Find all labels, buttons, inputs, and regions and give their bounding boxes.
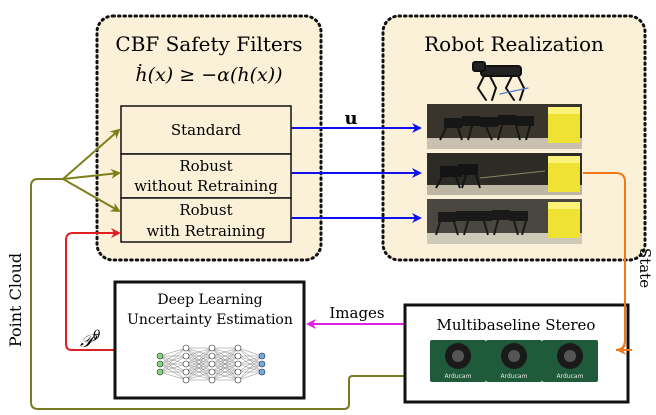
robot-photo-3 bbox=[427, 199, 582, 244]
nn-node bbox=[208, 352, 216, 360]
nn-node bbox=[234, 368, 242, 376]
state-label: State bbox=[636, 248, 654, 288]
nn-node bbox=[182, 344, 190, 352]
nn-edge bbox=[237, 363, 263, 381]
nn-node bbox=[182, 360, 190, 368]
uncertainty-arrow bbox=[65, 228, 121, 351]
nn-node bbox=[182, 352, 190, 360]
nn-node bbox=[182, 368, 190, 376]
deep-learning-title-line1: Deep Learning bbox=[157, 292, 262, 308]
nn-node bbox=[156, 360, 164, 368]
filter-standard: Standard bbox=[120, 105, 292, 155]
filter-robust-w-line2: with Retraining bbox=[147, 222, 266, 240]
nn-edge bbox=[185, 363, 213, 381]
nn-edge bbox=[159, 347, 187, 357]
neural-network-icon bbox=[156, 344, 266, 384]
nn-edge bbox=[159, 355, 187, 373]
nn-node bbox=[234, 344, 242, 352]
nn-node bbox=[156, 352, 164, 360]
nn-node bbox=[182, 376, 190, 384]
nn-edge bbox=[211, 371, 239, 381]
deep-learning-title-line2: Uncertainty Estimation bbox=[127, 312, 293, 328]
robot-photo-2 bbox=[427, 153, 582, 195]
filter-robust-wo-line2: without Retraining bbox=[134, 177, 278, 195]
nn-edge bbox=[159, 363, 187, 373]
point-cloud-line bbox=[30, 178, 405, 410]
filter-robust-wo-line1: Robust bbox=[179, 157, 232, 175]
nn-node bbox=[208, 368, 216, 376]
filter-robust-w-line1: Robust bbox=[179, 201, 232, 219]
robot-panel-title: Robot Realization bbox=[424, 32, 604, 56]
nn-node bbox=[258, 352, 266, 360]
nn-edge bbox=[211, 363, 239, 381]
nn-edge bbox=[185, 355, 213, 381]
nn-edge bbox=[237, 355, 263, 381]
p-theta-label: 𝒫θ bbox=[80, 328, 101, 352]
nn-node bbox=[258, 360, 266, 368]
nn-node bbox=[234, 376, 242, 384]
nn-node bbox=[208, 360, 216, 368]
images-label: Images bbox=[329, 304, 384, 322]
nn-edge bbox=[159, 347, 187, 373]
nn-edge bbox=[185, 347, 213, 381]
nn-node bbox=[208, 344, 216, 352]
nn-node bbox=[234, 352, 242, 360]
quadruped-robot-icon bbox=[472, 61, 529, 101]
nn-edge bbox=[211, 347, 239, 373]
control-input-label: u bbox=[344, 108, 357, 129]
nn-edge bbox=[185, 371, 213, 381]
stereo-title: Multibaseline Stereo bbox=[437, 316, 596, 334]
nn-edge bbox=[211, 347, 239, 365]
nn-edge bbox=[185, 347, 213, 365]
nn-edge bbox=[185, 347, 213, 357]
svg-text:Arducam: Arducam bbox=[445, 373, 472, 380]
nn-edge bbox=[211, 355, 239, 381]
cbf-panel-title: CBF Safety Filters bbox=[115, 32, 302, 56]
filter-robust-without-retraining: Robust without Retraining bbox=[120, 153, 292, 199]
robot-photo-1 bbox=[427, 104, 582, 149]
point-cloud-label: Point Cloud bbox=[6, 253, 25, 347]
nn-edge bbox=[237, 371, 263, 381]
point-cloud-arrows bbox=[62, 128, 121, 212]
nn-edge bbox=[237, 347, 263, 357]
cbf-equation: ḣ(x) ≥ −α(h(x)) bbox=[135, 63, 282, 86]
stereo-camera-icon: Arducam Arducam Arducam bbox=[430, 340, 598, 382]
nn-edge bbox=[211, 347, 239, 357]
svg-text:Arducam: Arducam bbox=[501, 373, 528, 380]
svg-text:Arducam: Arducam bbox=[557, 373, 584, 380]
nn-edge bbox=[211, 347, 239, 381]
filter-robust-with-retraining: Robust with Retraining bbox=[120, 197, 292, 243]
nn-node bbox=[258, 368, 266, 376]
filter-standard-label: Standard bbox=[171, 121, 242, 139]
nn-edge bbox=[237, 355, 263, 365]
nn-node bbox=[156, 368, 164, 376]
nn-edge bbox=[159, 371, 187, 381]
nn-node bbox=[234, 360, 242, 368]
nn-edge bbox=[185, 347, 213, 373]
nn-node bbox=[208, 376, 216, 384]
nn-edge bbox=[237, 355, 263, 373]
nn-edge bbox=[159, 347, 187, 365]
